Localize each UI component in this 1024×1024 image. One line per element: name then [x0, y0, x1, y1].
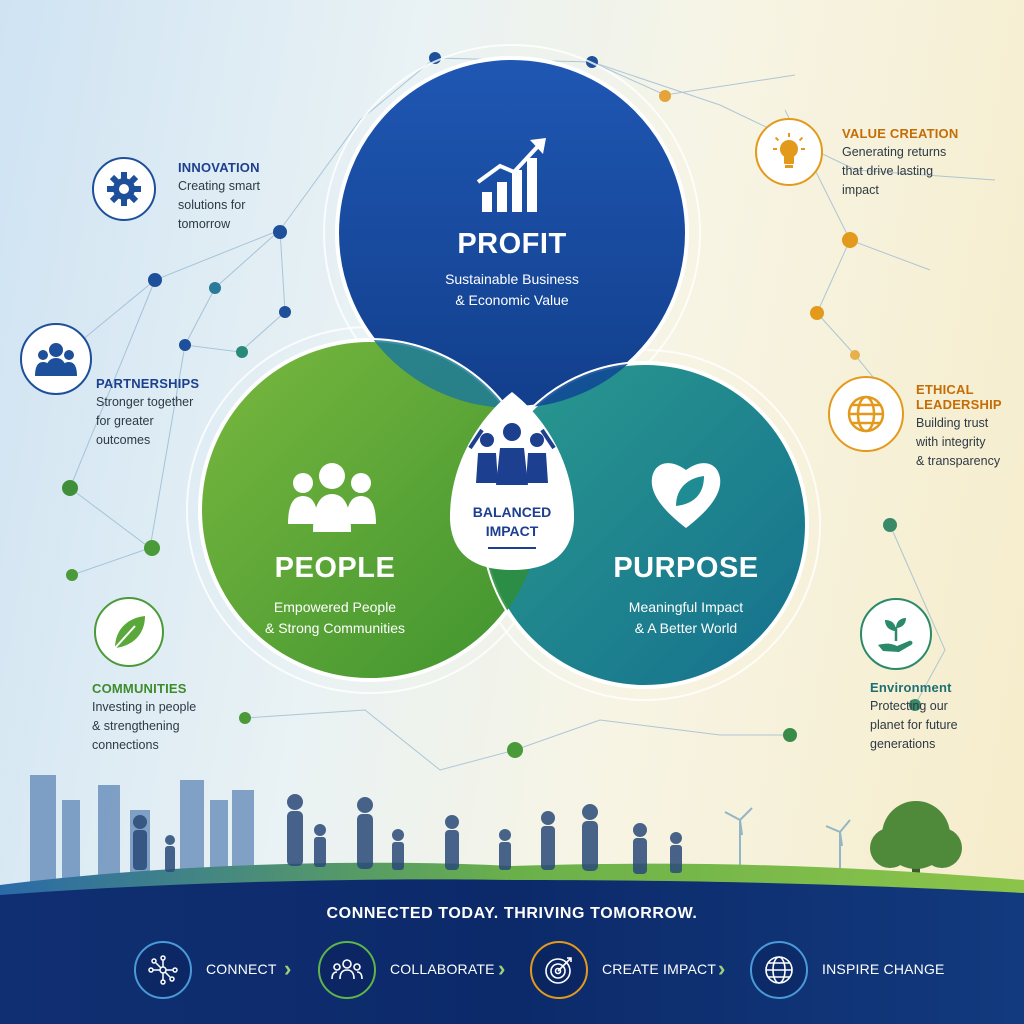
- environment-desc-2: planet for future: [870, 718, 958, 732]
- ethical-leadership-block: ETHICAL LEADERSHIP Building trust with i…: [916, 382, 1002, 471]
- plant-hand-icon: [860, 598, 932, 670]
- ethical-desc-1: Building trust: [916, 416, 989, 430]
- value-creation-desc-2: that drive lasting: [842, 164, 934, 178]
- profit-text: PROFIT Sustainable Business & Economic V…: [412, 228, 612, 311]
- innovation-desc-1: Creating smart: [178, 179, 260, 193]
- environment-desc-3: generations: [870, 737, 936, 751]
- center-line2: IMPACT: [485, 523, 539, 539]
- leaf-icon: [94, 597, 164, 667]
- profit-line2: & Economic Value: [455, 292, 569, 308]
- network-icon: [134, 941, 192, 999]
- step-connect-label: CONNECT: [206, 961, 277, 977]
- heart-leaf-icon: [651, 463, 721, 528]
- communities-title: COMMUNITIES: [92, 681, 187, 696]
- communities-block: COMMUNITIES Investing in people & streng…: [92, 681, 196, 755]
- purpose-title: PURPOSE: [613, 552, 759, 584]
- environment-title: Environment: [870, 680, 952, 695]
- growth-chart-icon: [476, 138, 546, 212]
- chevron-right-icon: ›: [498, 956, 506, 981]
- globe-icon: [828, 376, 904, 452]
- team-icon: [318, 941, 376, 999]
- value-creation-desc-3: impact: [842, 183, 879, 197]
- center-team-icon: [468, 423, 556, 485]
- communities-desc-1: Investing in people: [92, 700, 197, 714]
- innovation-block: INNOVATION Creating smart solutions for …: [178, 160, 260, 234]
- value-creation-title: VALUE CREATION: [842, 126, 959, 141]
- center-line1: BALANCED: [472, 504, 552, 520]
- globe-icon: [750, 941, 808, 999]
- communities-desc-2: & strengthening: [92, 719, 180, 733]
- people-title: PEOPLE: [274, 552, 396, 584]
- people-group-icon: [288, 463, 376, 532]
- chevron-right-icon: ›: [718, 956, 726, 981]
- lightbulb-icon: [755, 118, 823, 186]
- ethical-title: ETHICAL: [916, 382, 974, 397]
- partnerships-block: PARTNERSHIPS Stronger together for great…: [96, 376, 199, 450]
- innovation-desc-3: tomorrow: [178, 217, 231, 231]
- ethical-desc-3: & transparency: [916, 454, 1001, 468]
- environment-block: Environment Protecting our planet for fu…: [870, 680, 958, 754]
- partnerships-title: PARTNERSHIPS: [96, 376, 200, 391]
- people-line1: Empowered People: [273, 599, 397, 615]
- purpose-text: PURPOSE Meaningful Impact & A Better Wor…: [586, 552, 786, 639]
- purpose-line1: Meaningful Impact: [628, 599, 744, 615]
- value-creation-desc-1: Generating returns: [842, 145, 947, 159]
- partnerships-desc-1: Stronger together: [96, 395, 194, 409]
- target-icon: [530, 941, 588, 999]
- partnerships-desc-3: outcomes: [96, 433, 151, 447]
- people-line2: & Strong Communities: [264, 620, 406, 636]
- partnerships-desc-2: for greater: [96, 414, 154, 428]
- leadership-title: LEADERSHIP: [916, 397, 1002, 412]
- step-collaborate-label: COLLABORATE: [390, 961, 495, 977]
- environment-desc-1: Protecting our: [870, 699, 948, 713]
- tagline: CONNECTED TODAY. THRIVING TOMORROW.: [326, 905, 698, 922]
- communities-desc-3: connections: [92, 738, 159, 752]
- value-creation-block: VALUE CREATION Generating returns that d…: [842, 126, 958, 200]
- balanced-impact-text: BALANCED IMPACT: [452, 503, 572, 541]
- people-silhouettes: [133, 794, 682, 874]
- innovation-title: INNOVATION: [178, 160, 260, 175]
- group-icon: [20, 323, 92, 395]
- profit-title: PROFIT: [457, 228, 567, 260]
- people-text: PEOPLE Empowered People & Strong Communi…: [245, 552, 425, 639]
- purpose-line2: & A Better World: [634, 620, 738, 636]
- step-create-impact-label: CREATE IMPACT: [602, 961, 717, 977]
- tree: [870, 801, 962, 890]
- profit-line1: Sustainable Business: [445, 271, 579, 287]
- step-inspire-change-label: INSPIRE CHANGE: [822, 961, 945, 977]
- ethical-desc-2: with integrity: [916, 435, 986, 449]
- innovation-desc-2: solutions for: [178, 198, 246, 212]
- chevron-right-icon: ›: [284, 956, 292, 981]
- gear-icon: [92, 157, 156, 221]
